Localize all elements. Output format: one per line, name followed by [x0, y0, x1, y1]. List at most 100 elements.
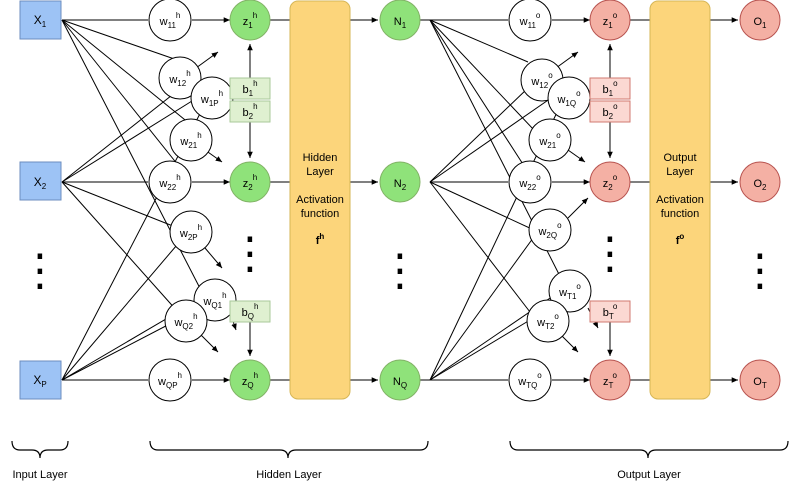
svg-text:w11o: w11o [519, 11, 541, 30]
svg-text:w1Qo: w1Qo [556, 89, 581, 108]
svg-text:w22h: w22h [158, 173, 180, 192]
svg-text:b2o: b2o [602, 102, 618, 121]
svg-text:w21h: w21h [179, 131, 201, 150]
input-nodes: X1 X2 XP ⋮ [18, 0, 62, 400]
z-node: z1h [229, 0, 271, 41]
svg-text:w22o: w22o [518, 173, 541, 192]
weight-node: w11o [508, 0, 552, 42]
output-brace [509, 440, 789, 459]
svg-text:X1: X1 [34, 13, 47, 29]
svg-text:N2: N2 [394, 178, 407, 192]
bias-box: b1h [229, 77, 271, 100]
weight-node: w1Ph [190, 76, 234, 120]
svg-text:wQ2h: wQ2h [173, 312, 197, 331]
hidden-output-node: N2 [379, 161, 421, 203]
svg-text:b2h: b2h [242, 102, 257, 121]
input-layer-label: Input Layer [12, 469, 67, 481]
weight-node: w21h [169, 118, 213, 162]
weight-node: w11h [148, 0, 192, 42]
svg-text:z1o: z1o [603, 11, 618, 30]
n-ellipsis: ⋮ [378, 246, 422, 295]
svg-text:w2Ph: w2Ph [179, 223, 202, 242]
svg-text:b1h: b1h [242, 79, 257, 98]
svg-text:function: function [301, 208, 340, 220]
bias-box: b2h [229, 100, 271, 123]
input-ellipsis: ⋮ [18, 246, 62, 295]
svg-text:OT: OT [753, 376, 767, 390]
svg-text:z2h: z2h [243, 173, 257, 192]
weight-node: wT2o [526, 299, 570, 343]
svg-text:w12o: w12o [530, 71, 553, 90]
weight-node: w12h [158, 56, 202, 100]
svg-text:wQPh: wQPh [157, 371, 182, 390]
svg-text:O2: O2 [753, 178, 767, 192]
svg-text:wQ1h: wQ1h [202, 291, 226, 310]
weight-node: wQ2h [164, 299, 208, 343]
svg-text:fo: fo [676, 232, 685, 247]
svg-text:wT2o: wT2o [536, 312, 559, 331]
bias-box: bQh [229, 300, 271, 323]
weight-node: w1Qo [547, 76, 591, 120]
output-activation-layer: Output Layer Activation function fo [649, 0, 711, 400]
svg-text:Hidden: Hidden [303, 152, 338, 164]
hidden-output-nodes: N1 N2 NQ ⋮ [378, 0, 422, 401]
svg-text:Activation: Activation [656, 194, 704, 206]
svg-text:NQ: NQ [393, 376, 407, 390]
svg-text:w21o: w21o [538, 131, 561, 150]
weight-node: w2Ph [169, 210, 213, 254]
svg-text:wT1o: wT1o [558, 282, 581, 301]
svg-text:Output: Output [663, 152, 696, 164]
svg-text:w12h: w12h [168, 69, 190, 88]
bias-box: bTo [589, 300, 631, 323]
z-node: zQh [229, 359, 271, 401]
input-brace [11, 440, 69, 459]
weight-node: w22o [508, 160, 552, 204]
input-node: X2 [19, 161, 62, 201]
svg-text:w2Qo: w2Qo [537, 221, 562, 240]
hidden-weight-nodes: w11h w12h w1Ph w21h w22h w2Ph wQ1h wQ2h … [148, 0, 237, 402]
hidden-output-node: N1 [379, 0, 421, 41]
svg-text:N1: N1 [394, 16, 407, 30]
z-node: zTo [589, 359, 631, 401]
final-output-node: O1 [739, 0, 781, 41]
svg-text:fh: fh [316, 232, 325, 247]
svg-text:Layer: Layer [666, 166, 694, 178]
hidden-output-node: NQ [379, 359, 421, 401]
svg-text:zQh: zQh [242, 371, 258, 390]
o-ellipsis: ⋮ [738, 246, 782, 295]
bias-box: b1o [589, 77, 631, 100]
svg-text:z2o: z2o [603, 173, 618, 192]
final-output-node: O2 [739, 161, 781, 203]
hidden-z-nodes: z1h z2h zQh ⋮ [228, 0, 272, 401]
svg-text:XP: XP [33, 373, 46, 389]
weight-node: w22h [148, 160, 192, 204]
weight-node: wTQo [508, 358, 552, 402]
weight-node: w21o [528, 118, 572, 162]
weight-node: wQPh [148, 358, 192, 402]
output-biases: b1o b2o bTo [589, 77, 631, 323]
svg-text:O1: O1 [753, 16, 767, 30]
z-node: z2h [229, 161, 271, 203]
hidden-activation-layer: Hidden Layer Activation function fh [289, 0, 351, 400]
svg-text:bTo: bTo [603, 302, 618, 321]
svg-text:z1h: z1h [243, 11, 257, 30]
output-layer-label: Output Layer [617, 469, 681, 481]
svg-text:function: function [661, 208, 700, 220]
z-ellipsis: ⋮ [228, 229, 272, 278]
svg-text:wTQo: wTQo [517, 371, 542, 390]
svg-text:b1o: b1o [602, 79, 618, 98]
svg-text:Activation: Activation [296, 194, 344, 206]
hidden-biases: b1h b2h bQh [229, 77, 271, 323]
hidden-brace [149, 440, 429, 459]
z-ellipsis: ⋮ [588, 229, 632, 278]
svg-text:zTo: zTo [603, 371, 618, 390]
z-node: z1o [589, 0, 631, 41]
input-node: XP [19, 360, 62, 400]
output-z-nodes: z1o z2o zTo ⋮ [588, 0, 632, 401]
weight-node: wT1o [548, 269, 592, 313]
final-output-node: OT [739, 359, 781, 401]
final-output-nodes: O1 O2 OT ⋮ [738, 0, 782, 401]
layer-labels: Input Layer Hidden Layer Output Layer [12, 469, 681, 481]
svg-text:X2: X2 [34, 175, 47, 191]
